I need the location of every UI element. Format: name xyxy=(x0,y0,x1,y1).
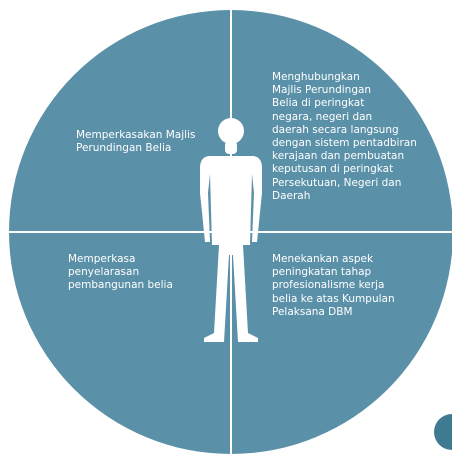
quadrant-text-line: Belia di peringkat xyxy=(272,97,365,110)
quadrant-text-line: Perundingan Belia xyxy=(76,142,172,155)
quadrant-text-line: belia ke atas Kumpulan xyxy=(272,292,395,305)
quadrant-text-line: penyelarasan xyxy=(68,266,140,279)
quadrant-bottom-right-text: Menekankan aspek peningkatan tahap profe… xyxy=(272,253,395,319)
quadrant-text-line: Menghubungkan xyxy=(272,71,360,83)
quadrant-text-line: Majlis Perundingan xyxy=(272,84,372,97)
quadrant-text-line: dengan sistem pentadbiran xyxy=(272,137,417,150)
quadrant-text-line: Memperkasakan Majlis xyxy=(76,129,196,141)
corner-circle xyxy=(434,414,452,450)
quadrant-text-line: keputusan di peringkat xyxy=(272,163,394,176)
quadrant-text-line: daerah secara langsung xyxy=(272,123,399,136)
quadrant-top-right-text: Menghubungkan Majlis Perundingan Belia d… xyxy=(272,71,417,203)
quadrant-text-line: Memperkasa xyxy=(68,253,136,265)
quadrant-text-line: pembangunan belia xyxy=(68,279,173,292)
quadrant-text-line: profesionalisme kerja xyxy=(272,279,385,292)
quadrant-top-left-text: Memperkasakan Majlis Perundingan Belia xyxy=(76,129,195,155)
quadrant-text-line: Pelaksana DBM xyxy=(272,305,353,318)
quadrant-text-line: peningkatan tahap xyxy=(272,266,372,279)
quadrant-text-line: negara, negeri dan xyxy=(272,110,373,123)
person-silhouette-icon xyxy=(200,118,262,342)
quadrant-text-line: Persekutuan, Negeri dan xyxy=(272,176,402,189)
quadrant-text-line: kerajaan dan pembuatan xyxy=(272,150,405,163)
quadrant-text-line: Menekankan aspek xyxy=(272,253,374,265)
quadrant-text-line: Daerah xyxy=(272,189,311,202)
quadrant-bottom-left-text: Memperkasa penyelarasan pembangunan beli… xyxy=(68,253,173,293)
